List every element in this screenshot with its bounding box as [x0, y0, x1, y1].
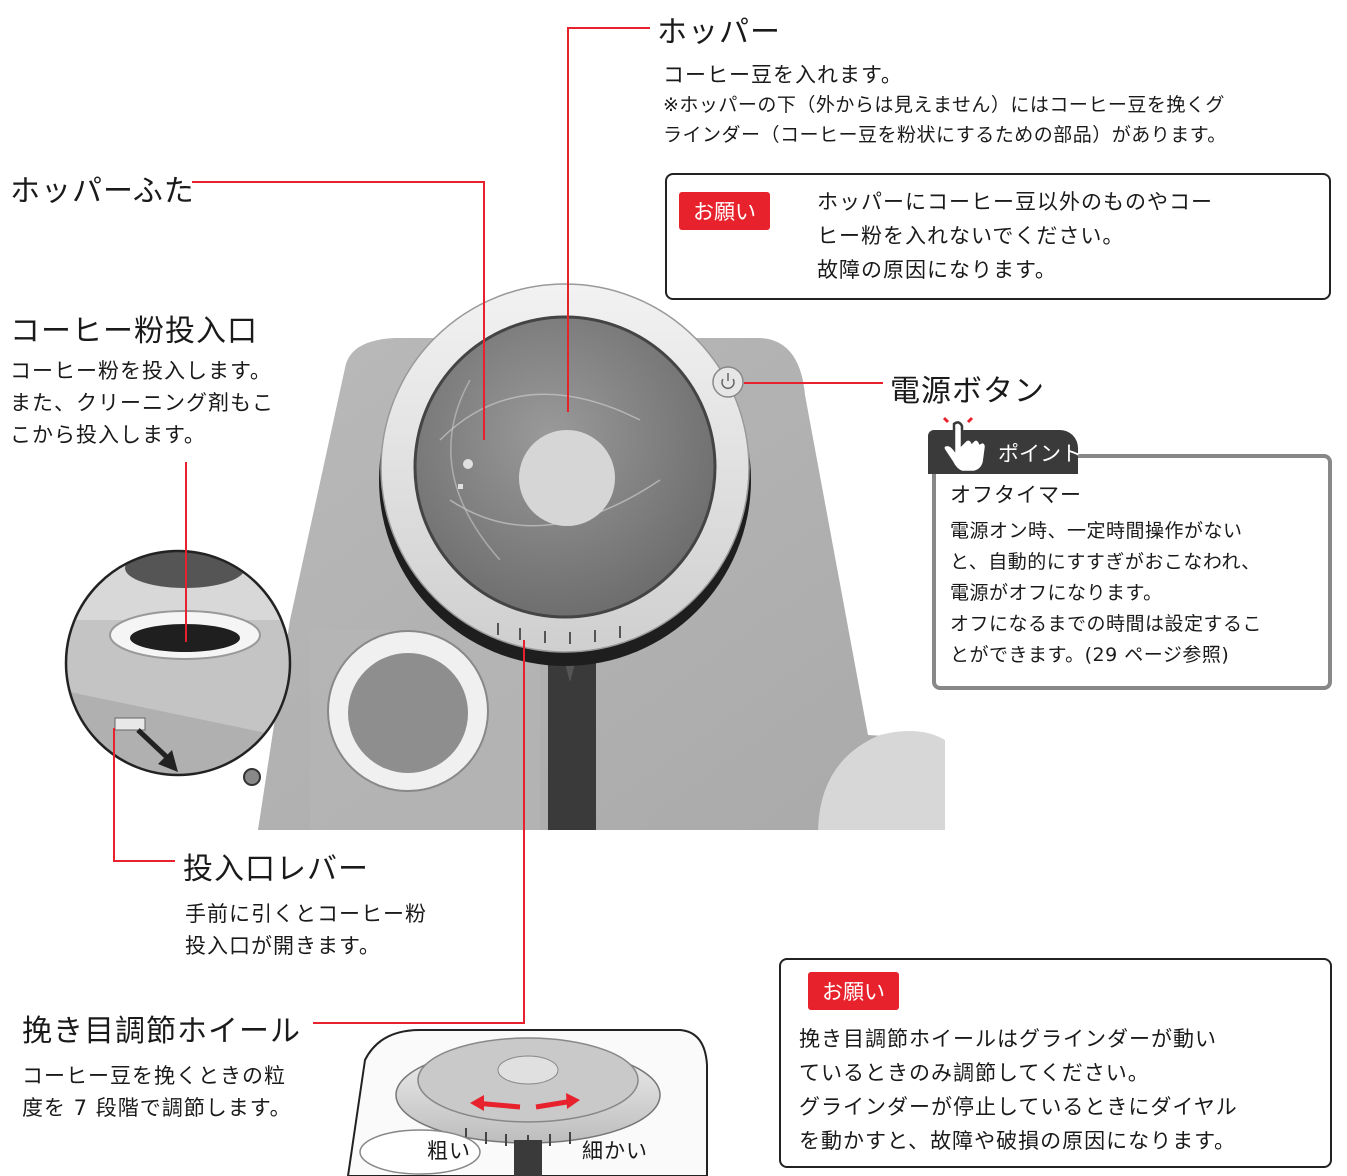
inlet-lever-line1: 手前に引くとコーヒー粉	[185, 902, 427, 926]
pointing-hand-icon	[942, 416, 988, 474]
grind-wheel-title: 挽き目調節ホイール	[22, 1014, 301, 1049]
wheel-ticks	[497, 623, 621, 644]
inlet-lever-line2: 投入口が開きます。	[185, 934, 381, 958]
caution-tag: お願い	[679, 192, 770, 230]
powder-inlet-inner	[348, 653, 468, 773]
grind-wheel-line2: 度を 7 段階で調節します。	[22, 1096, 292, 1120]
grind-wheel-line1: コーヒー豆を挽くときの粒	[22, 1064, 286, 1088]
inlet-zoom-view	[66, 551, 290, 775]
powder-inlet-line1: コーヒー粉を投入します。	[10, 359, 272, 383]
power-button-shape	[712, 366, 744, 398]
point-line1: 電源オン時、一定時間操作がない	[950, 520, 1243, 542]
hopper-caution-box: お願い ホッパーにコーヒー豆以外のものやコー ヒー粉を入れないでください。 故障…	[665, 173, 1331, 300]
machine-side-part	[818, 731, 945, 830]
hopper-lid-title: ホッパーふた	[10, 174, 195, 209]
grind-caution-line4: を動かすと、故障や破損の原因になります。	[799, 1129, 1237, 1153]
grind-caution-line3: グラインダーが停止しているときにダイヤル	[799, 1095, 1238, 1119]
grind-caution-line1: 挽き目調節ホイールはグラインダーが動い	[799, 1027, 1217, 1051]
fine-label: 細かい	[582, 1139, 648, 1163]
power-button-title: 電源ボタン	[890, 374, 1045, 409]
powder-inlet-title: コーヒー粉投入口	[10, 314, 258, 349]
inlet-lever-title: 投入口レバー	[183, 852, 369, 887]
hopper-title: ホッパー	[657, 15, 781, 50]
point-line3: 電源がオフになります。	[950, 582, 1163, 604]
leader-lines	[113, 27, 883, 1024]
powder-inlet-line2: また、クリーニング剤もこ	[10, 391, 274, 415]
point-line2: と、自動的にすすぎがおこなわれ、	[950, 551, 1261, 573]
point-line4: オフになるまでの時間は設定するこ	[950, 613, 1263, 635]
powder-inlet-line3: こから投入します。	[10, 423, 206, 447]
hopper-center-cap	[519, 430, 615, 526]
point-heading: オフタイマー	[950, 483, 1082, 507]
point-tag-label: ポイント	[998, 442, 1082, 466]
hopper-caution-line1: ホッパーにコーヒー豆以外のものやコー	[817, 190, 1213, 214]
grind-caution-line2: ているときのみ調節してください。	[799, 1061, 1150, 1085]
grind-caution-box: お願い 挽き目調節ホイールはグラインダーが動い ているときのみ調節してください。…	[779, 958, 1332, 1168]
hopper-note-line1: ※ホッパーの下（外からは見えません）にはコーヒー豆を挽くグ	[663, 94, 1225, 116]
hopper-caution-line2: ヒー粉を入れないでください。	[817, 224, 1125, 248]
point-line5: とができます。(29 ページ参照)	[950, 644, 1230, 666]
hopper-caution-line3: 故障の原因になります。	[817, 258, 1057, 282]
coarse-label: 粗い	[427, 1139, 471, 1163]
grind-caution-tag: お願い	[808, 972, 899, 1010]
hopper-description: コーヒー豆を入れます。	[663, 63, 903, 87]
hopper-note-line2: ラインダー（コーヒー豆を粉状にするための部品）があります。	[663, 124, 1227, 146]
point-box: オフタイマー 電源オン時、一定時間操作がない と、自動的にすすぎがおこなわれ、 …	[932, 454, 1332, 690]
